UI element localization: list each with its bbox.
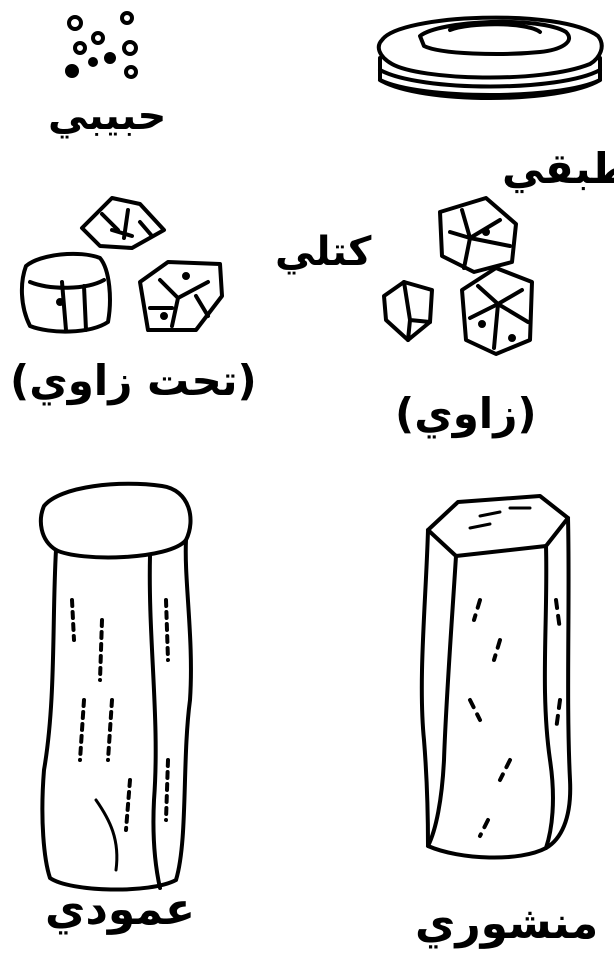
prismatic-label: منشوري bbox=[415, 898, 599, 949]
subangular-blocky-drawing bbox=[19, 196, 224, 334]
granular-structure-drawing bbox=[65, 11, 138, 79]
columnar-label: عمودي bbox=[45, 884, 196, 935]
platy-label: طبقي bbox=[502, 144, 614, 193]
angular-label: (زاوي) bbox=[395, 389, 537, 438]
prismatic-structure-drawing bbox=[419, 494, 573, 860]
blocky-label: كتلي bbox=[275, 229, 372, 275]
columnar-structure-drawing bbox=[38, 481, 193, 892]
angular-blocky-drawing bbox=[382, 196, 534, 356]
platy-structure-drawing bbox=[376, 15, 604, 100]
granular-label: حبيبي bbox=[48, 93, 167, 139]
subangular-label: (تحت زاوي) bbox=[10, 356, 257, 405]
